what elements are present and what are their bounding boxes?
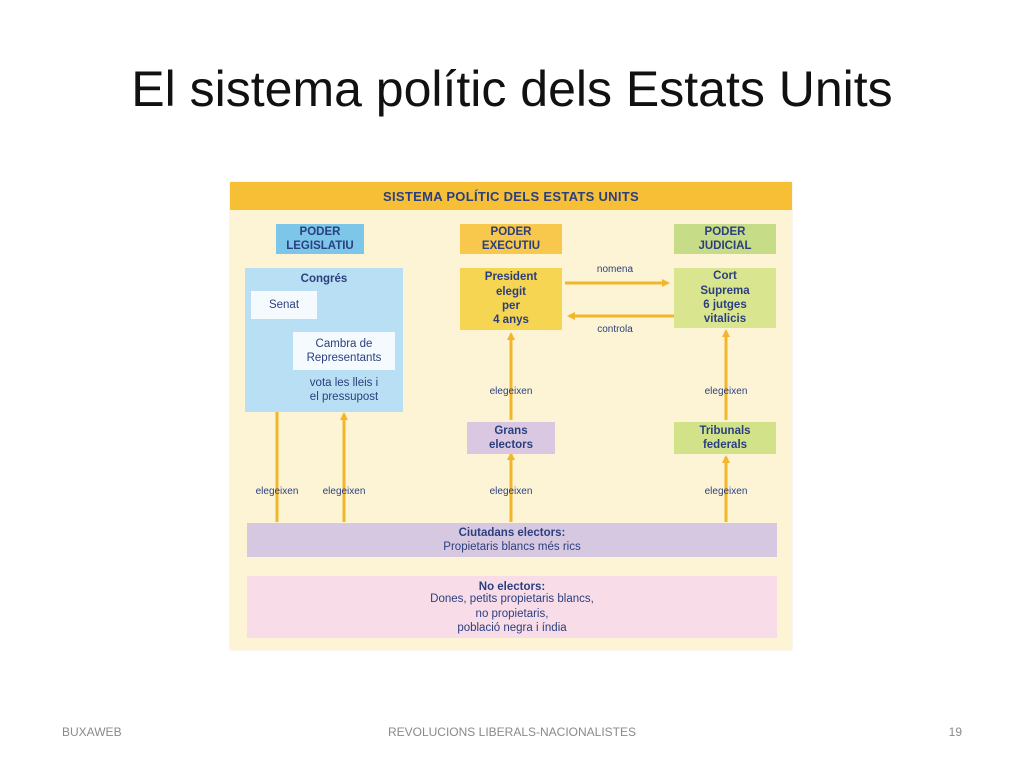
- non-electors-title: No electors:: [478, 580, 546, 593]
- judicial-power-box: PODER JUDICIAL: [674, 224, 776, 254]
- citizen-electors-box: [247, 523, 777, 557]
- citizen-electors-title: Ciutadans electors:: [458, 526, 566, 539]
- supreme-court-box: Cort Suprema 6 jutges vitalicis: [674, 268, 776, 328]
- grand-electors-box: Grans electors: [467, 422, 555, 454]
- elect-label-house: elegeixen: [322, 486, 366, 497]
- footer-left: BUXAWEB: [62, 725, 122, 739]
- slide-title: El sistema polític dels Estats Units: [131, 61, 893, 117]
- executive-power-box: PODER EXECUTIU: [460, 224, 562, 254]
- political-system-diagram: SISTEMA POLÍTIC DELS ESTATS UNITS PODER …: [230, 182, 792, 650]
- citizen-electors-detail: Propietaris blancs més rics: [443, 540, 581, 553]
- legislative-power-box: PODER LEGISLATIU: [276, 224, 364, 254]
- elect-label-courts-to-supreme: elegeixen: [704, 386, 748, 397]
- elect-label-electors-to-president: elegeixen: [489, 386, 533, 397]
- non-electors-detail: Dones, petits propietaris blancs, no pro…: [430, 593, 594, 635]
- elect-label-senate: elegeixen: [255, 486, 299, 497]
- slide-number: 19: [948, 725, 962, 739]
- congress-title: Congrés: [300, 272, 348, 285]
- elect-label-electors: elegeixen: [489, 486, 533, 497]
- elect-label-federal-courts: elegeixen: [704, 486, 748, 497]
- house-of-representatives-box: Cambra de Representants: [293, 332, 395, 370]
- non-electors-box: [247, 576, 777, 638]
- congress-role-text: vota les lleis i el pressupost: [309, 376, 379, 403]
- federal-courts-box: Tribunals federals: [674, 422, 776, 454]
- footer-center: REVOLUCIONS LIBERALS-NACIONALISTES: [387, 725, 637, 739]
- appoints-label: nomena: [596, 264, 634, 275]
- president-box: President elegit per 4 anys: [460, 268, 562, 330]
- controls-label: controla: [597, 324, 633, 335]
- senate-box: Senat: [251, 291, 317, 319]
- diagram-header: SISTEMA POLÍTIC DELS ESTATS UNITS: [230, 182, 792, 210]
